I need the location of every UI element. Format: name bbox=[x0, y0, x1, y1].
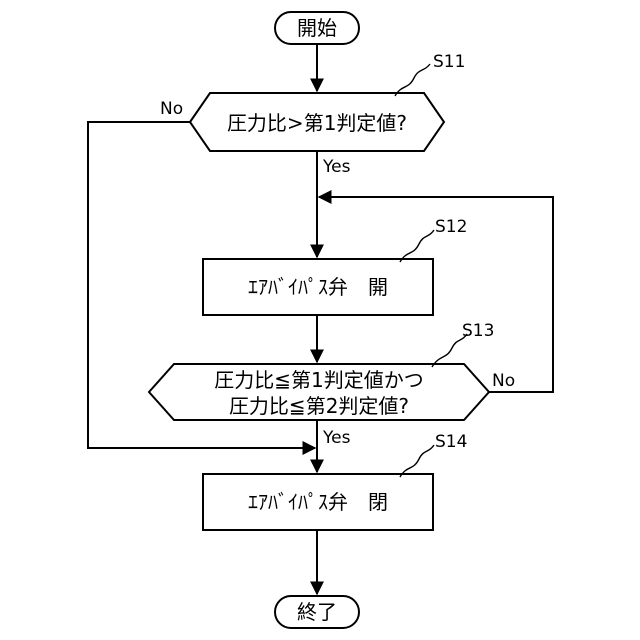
step-id-s14: S14 bbox=[400, 432, 467, 477]
process-s14-text: ｴｱﾊﾞｲﾊﾟｽ弁 閉 bbox=[248, 490, 388, 514]
end-label: 終了 bbox=[297, 600, 337, 624]
process-s12-text: ｴｱﾊﾞｲﾊﾟｽ弁 開 bbox=[248, 275, 388, 299]
start-label: 開始 bbox=[297, 16, 337, 40]
s13-no-label: No bbox=[492, 371, 515, 391]
step-id-s13-label: S13 bbox=[462, 321, 494, 341]
process-s14: ｴｱﾊﾞｲﾊﾟｽ弁 閉 bbox=[203, 474, 433, 530]
step-id-s13: S13 bbox=[432, 321, 494, 367]
start-terminal: 開始 bbox=[275, 12, 359, 44]
end-terminal: 終了 bbox=[275, 596, 359, 628]
process-s12: ｴｱﾊﾞｲﾊﾟｽ弁 開 bbox=[203, 259, 433, 315]
decision-s13-text-line2: 圧力比≦第2判定値? bbox=[229, 394, 409, 418]
step-id-s11: S11 bbox=[395, 52, 465, 96]
decision-s13: 圧力比≦第1判定値かつ 圧力比≦第2判定値? bbox=[149, 364, 489, 420]
step-id-s11-label: S11 bbox=[433, 52, 465, 72]
s11-yes-label: Yes bbox=[322, 157, 351, 177]
decision-s11-text: 圧力比>第1判定値? bbox=[227, 111, 407, 135]
s13-yes-label: Yes bbox=[322, 428, 351, 448]
decision-s11: 圧力比>第1判定値? bbox=[190, 93, 444, 151]
decision-s13-text-line1: 圧力比≦第1判定値かつ bbox=[214, 368, 423, 392]
s11-no-label: No bbox=[160, 99, 183, 119]
step-id-s14-label: S14 bbox=[435, 432, 467, 452]
step-id-s12: S12 bbox=[400, 217, 467, 262]
step-id-s12-label: S12 bbox=[435, 217, 467, 237]
